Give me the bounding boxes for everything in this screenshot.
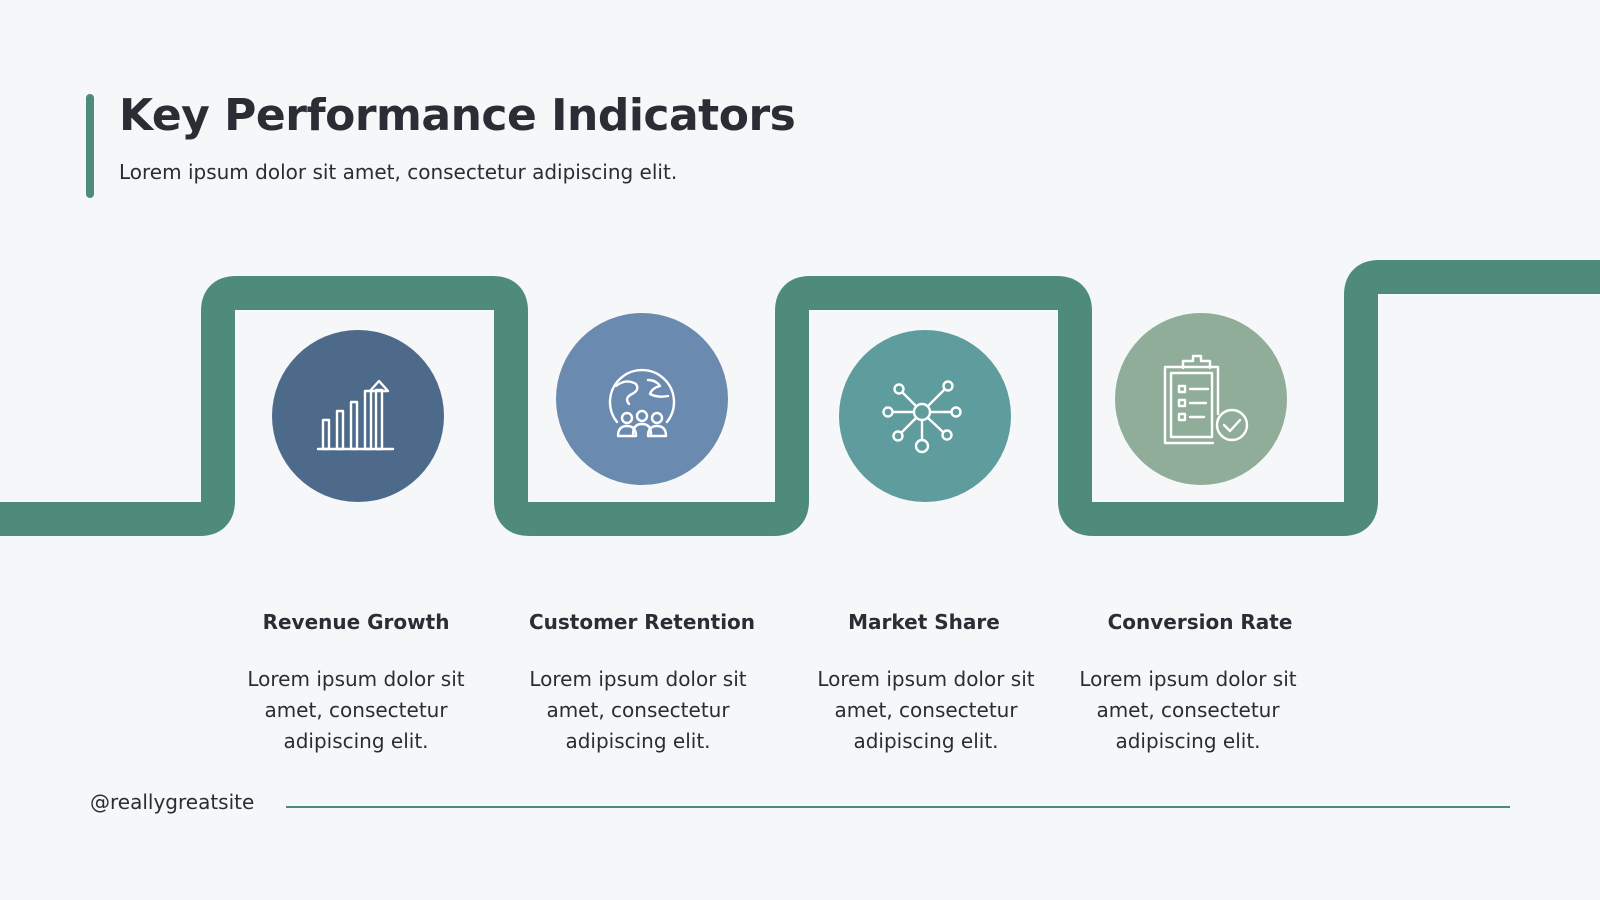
kpi-1-node: [272, 330, 444, 502]
kpi-3-node: [839, 330, 1011, 502]
kpi-1-description: Lorem ipsum dolor sit amet, consectetur …: [247, 667, 465, 753]
title-accent-bar: [86, 94, 94, 198]
kpi-1-title: Revenue Growth: [262, 610, 450, 634]
network-icon: [882, 380, 962, 454]
flow-path: [0, 260, 1600, 536]
footer-divider: [286, 806, 1510, 808]
page-title: Key Performance Indicators: [119, 90, 796, 141]
kpi-4-title: Conversion Rate: [1107, 610, 1293, 634]
kpi-3-circle: [839, 330, 1011, 502]
kpi-4-circle: [1115, 313, 1287, 485]
kpi-2-node: [556, 313, 728, 485]
footer-handle: @reallygreatsite: [90, 790, 255, 814]
kpi-4-description: Lorem ipsum dolor sit amet, consectetur …: [1079, 667, 1297, 753]
globe-people-icon: [608, 368, 676, 438]
kpi-2-description: Lorem ipsum dolor sit amet, consectetur …: [529, 667, 747, 753]
clipboard-check-icon: [1163, 354, 1249, 445]
kpi-2-circle: [556, 313, 728, 485]
bar-chart-arrow-icon: [316, 379, 395, 451]
kpi-4-node: [1115, 313, 1287, 485]
kpi-2-title: Customer Retention: [528, 610, 756, 634]
kpi-3-description: Lorem ipsum dolor sit amet, consectetur …: [817, 667, 1035, 753]
page-subtitle: Lorem ipsum dolor sit amet, consectetur …: [119, 160, 678, 184]
kpi-3-title: Market Share: [848, 610, 1000, 634]
